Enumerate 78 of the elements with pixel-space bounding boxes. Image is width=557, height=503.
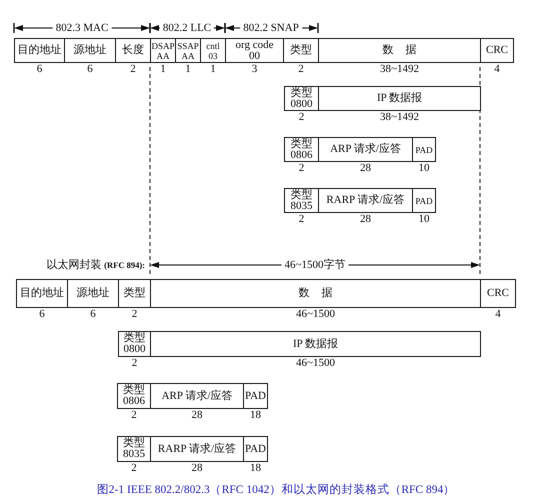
field-value: AA [182,50,194,60]
field-name: 类型 [124,333,146,344]
field-name: IP 数据报 [292,338,338,350]
field-name: CRC [486,45,508,56]
field-name: PAD [245,444,266,454]
byte-count: 6 [90,308,96,320]
dimension-label: 802.2 SNAP [240,22,302,34]
byte-count: 2 [130,63,136,75]
frame-label: 以太网封装 (RFC 894): [46,259,145,271]
byte-count: 10 [418,162,430,174]
field-name: 类型 [123,385,145,396]
field-name: 源地址 [74,45,106,56]
field-name: 目的地址 [18,45,62,56]
field-name: 数据 [382,45,428,56]
byte-count: 28 [192,409,202,421]
field-name: ARP 请求/应答 [162,390,232,402]
field-name: cntl [206,40,220,50]
field-name: 类型 [290,190,312,200]
field-name: PAD [245,390,266,402]
field-value: 0800 [124,344,146,355]
field-value: 00 [249,50,260,62]
figure-caption: 图2-1 IEEE 802.2/802.3（RFC 1042）和以太网的封装格式（RFC 894） [96,483,456,497]
byte-count: 6 [36,63,42,75]
byte-count: 1 [210,63,216,75]
field-name: DSAP [151,40,174,50]
byte-count: 2 [131,409,137,421]
byte-count: 2 [298,213,304,225]
field-value: 03 [208,50,218,60]
byte-count: 10 [418,213,430,225]
field-name: 数据 [298,288,344,299]
dimension-label: 46~1500字节 [282,259,348,271]
field-value: 0806 [123,396,145,407]
byte-count: 46~1500 [296,308,335,320]
byte-count: 2 [298,111,304,123]
field-value: 0806 [290,150,312,160]
byte-count: 4 [494,63,500,75]
byte-count: 28 [192,462,202,474]
field-name: 类型 [290,88,312,98]
field-name: 类型 [123,438,145,449]
field-name: PAD [415,196,433,206]
byte-count: 3 [252,63,258,75]
byte-count: 4 [495,308,501,320]
byte-count: 38~1492 [380,111,419,123]
field-value: 0800 [290,98,312,110]
dimension-label: 802.3 MAC [52,22,112,34]
byte-count: 1 [185,63,191,75]
byte-count: 6 [39,308,45,320]
byte-count: 18 [250,462,261,474]
field-name: 长度 [122,45,144,56]
field-name: CRC [486,288,509,299]
field-name: SSAP [177,40,199,50]
byte-count: 18 [250,409,261,421]
byte-count: 2 [132,357,138,369]
field-value: 8035 [290,200,312,212]
field-value: 8035 [123,449,145,460]
byte-count: 2 [298,63,304,75]
field-name: RARP 请求/应答 [326,195,405,206]
byte-count: 28 [360,213,371,225]
byte-count: 28 [360,162,371,174]
field-name: 类型 [124,288,146,299]
byte-count: 2 [131,462,137,474]
byte-count: 6 [87,63,93,75]
field-name: IP 数据报 [376,93,422,104]
field-name: org code [236,40,274,50]
byte-count: 1 [160,63,166,75]
field-name: 类型 [290,45,312,56]
field-value: AA [156,50,170,60]
field-name: PAD [415,144,433,154]
field-name: 源地址 [76,288,110,299]
byte-count: 38~1492 [380,63,419,75]
byte-count: 2 [298,162,304,174]
byte-count: 46~1500 [296,357,335,369]
field-name: RARP 请求/应答 [158,444,236,454]
field-name: 目的地址 [20,288,64,299]
field-name: ARP 请求/应答 [330,144,401,155]
dimension-label: 802.2 LLC [160,22,214,34]
field-name: 类型 [290,138,312,150]
byte-count: 2 [132,308,138,320]
